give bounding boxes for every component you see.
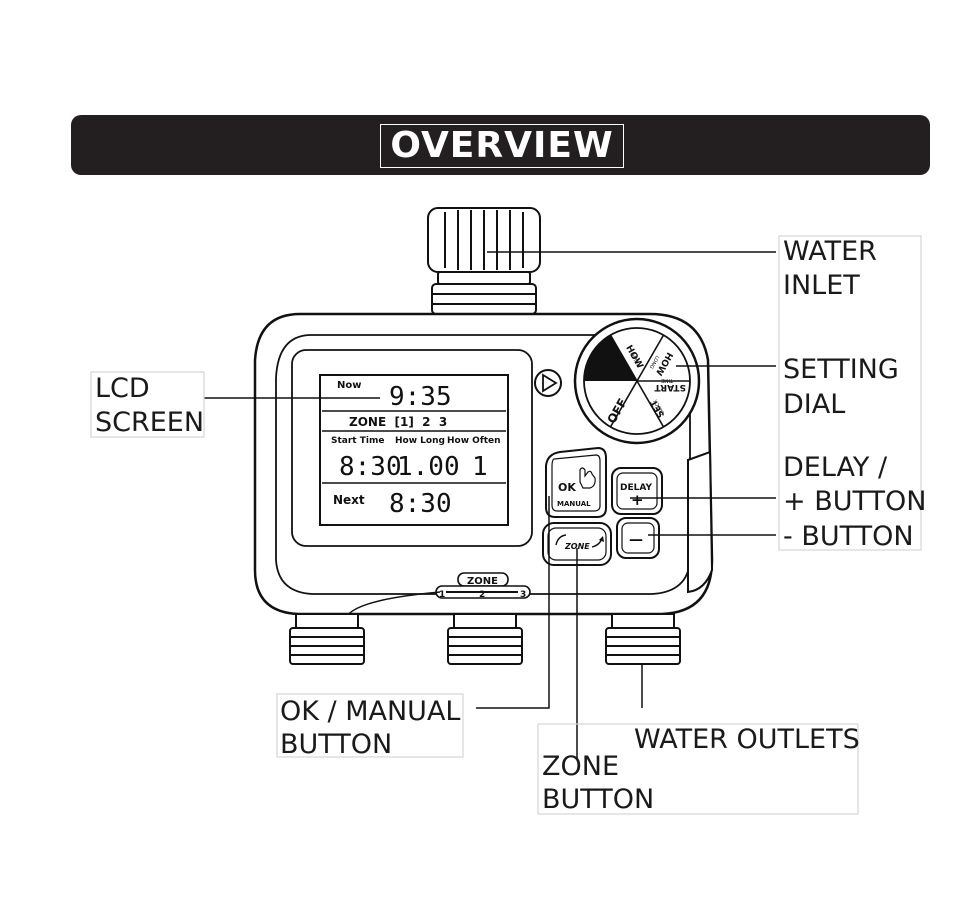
manual-label: MANUAL xyxy=(557,500,591,508)
callout-setting-dial-line2: DIAL xyxy=(783,389,845,420)
lcd-zone-row: ZONE [1] 2 3 xyxy=(349,415,447,429)
ok-label: OK xyxy=(558,481,576,494)
zone-indicator-1: 1 xyxy=(439,590,445,600)
lcd-how-long-value: 1.00 xyxy=(397,452,460,482)
callout-boxes xyxy=(90,235,922,815)
lcd-how-long-label: How Long xyxy=(395,436,445,446)
lcd-how-often-value: 1 xyxy=(472,452,488,482)
side-panel xyxy=(687,450,714,594)
callout-setting-dial-line1: SETTING xyxy=(783,354,899,385)
dial-start-time-label: START xyxy=(654,382,686,392)
callout-ok-manual-line2: BUTTON xyxy=(280,729,392,760)
setting-dial[interactable]: ON OFF HOW OFTEN HOW LONG START TIME SET… xyxy=(573,317,701,445)
minus-button[interactable]: — xyxy=(616,517,660,559)
lcd-next-label: Next xyxy=(333,493,365,507)
lcd-next-time: 8:30 xyxy=(389,489,452,519)
callout-zone-line1: ZONE xyxy=(542,751,619,782)
minus-label: — xyxy=(629,532,643,548)
dial-start-time-sub: TIME xyxy=(661,377,674,383)
delay-plus-button[interactable]: DELAY + xyxy=(611,467,663,515)
callout-ok-manual-line1: OK / MANUAL xyxy=(280,696,460,727)
callout-water-outlets: WATER OUTLETS xyxy=(634,724,860,755)
water-inlet-connector xyxy=(427,207,541,315)
callout-water-inlet-line1: WATER xyxy=(783,236,877,267)
lcd-now-label: Now xyxy=(337,380,361,391)
zone-arrow-icon xyxy=(555,534,567,546)
lcd-how-often-label: How Often xyxy=(447,436,501,446)
zone-indicator-2: 2 xyxy=(479,590,485,600)
lcd-screen: Now 9:35 ZONE [1] 2 3 Start Time How Lon… xyxy=(319,374,509,526)
callout-lcd-line1: LCD xyxy=(95,373,150,404)
water-outlet-1 xyxy=(289,613,365,665)
callout-zone-line2: BUTTON xyxy=(542,784,654,815)
callout-lcd-line2: SCREEN xyxy=(95,407,204,438)
play-indicator-icon xyxy=(534,369,562,397)
water-outlet-2 xyxy=(447,613,523,665)
zone-indicator-3: 3 xyxy=(520,590,526,600)
callout-minus-button: - BUTTON xyxy=(783,521,914,552)
page-title: OVERVIEW xyxy=(380,124,624,168)
lcd-start-time-value: 8:30 xyxy=(339,452,402,482)
hand-press-icon xyxy=(579,467,596,489)
leader-lines xyxy=(204,251,776,760)
plus-label: + xyxy=(631,491,644,509)
zone-indicator-title: ZONE xyxy=(467,576,498,587)
header-bar xyxy=(71,115,930,175)
callout-delay-line1: DELAY / xyxy=(783,452,888,483)
zone-button-label: ZONE xyxy=(564,542,590,551)
ok-manual-button[interactable]: OK MANUAL xyxy=(545,446,607,518)
delay-label: DELAY xyxy=(620,483,652,493)
lcd-now-time: 9:35 xyxy=(389,382,452,412)
dial-on-label: ON xyxy=(603,378,631,401)
water-outlet-3 xyxy=(605,613,681,665)
callout-water-inlet-line2: INLET xyxy=(783,270,860,301)
lcd-start-time-label: Start Time xyxy=(331,436,384,446)
callout-delay-line2: + BUTTON xyxy=(783,486,926,517)
